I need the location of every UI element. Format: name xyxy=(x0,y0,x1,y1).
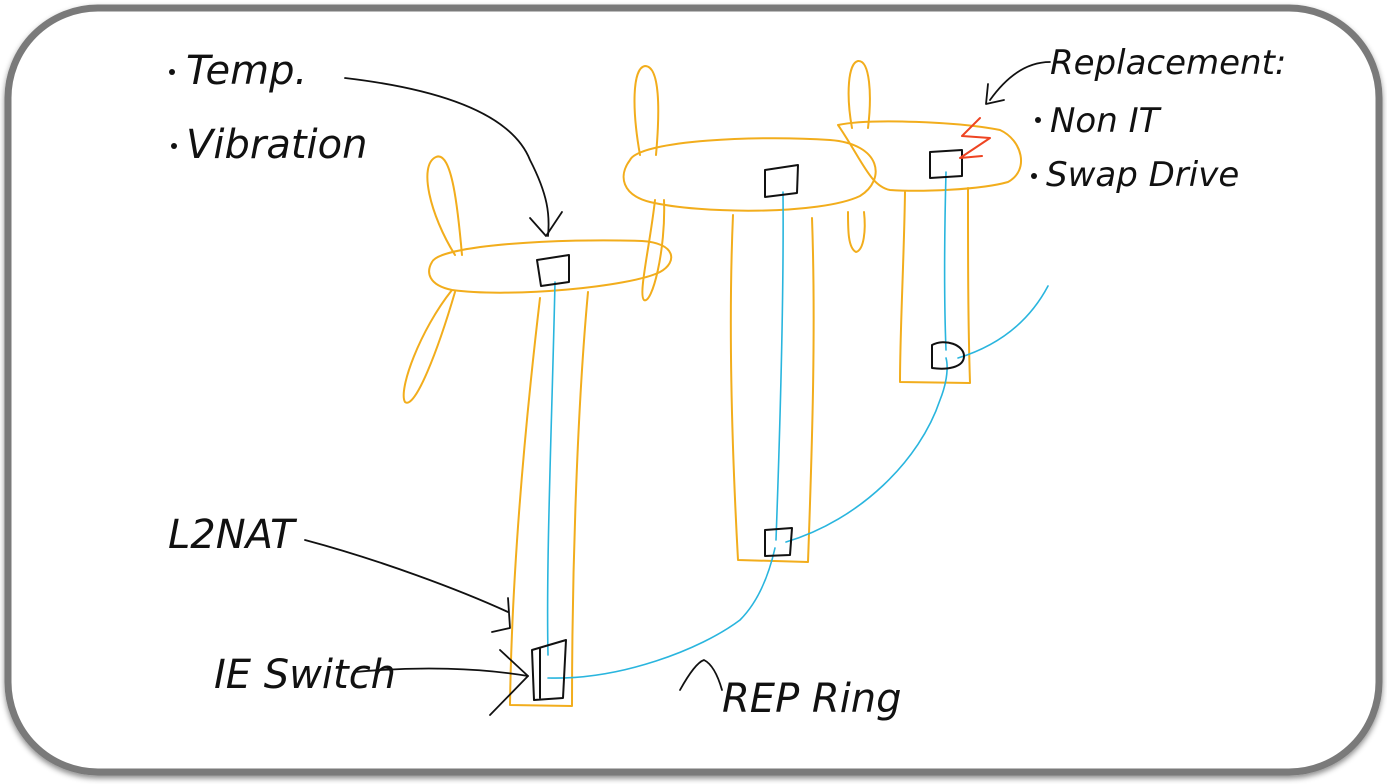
label-l2nat: L2NAT xyxy=(168,512,298,558)
bullet-swap-drive xyxy=(1031,173,1037,179)
bullet-points xyxy=(169,69,1041,179)
label-ie-switch: IE Switch xyxy=(214,652,396,698)
turbine-middle-blade-bottom xyxy=(641,199,666,302)
arrow-temp-head xyxy=(529,211,563,237)
switch-box-middle xyxy=(764,527,793,557)
arrow-ie-switch xyxy=(354,667,529,677)
label-non-it: Non IT xyxy=(1050,101,1162,141)
rep-ring-network xyxy=(546,171,1049,679)
failure-mark xyxy=(959,117,991,159)
arrow-temp-to-sensor xyxy=(344,77,550,237)
board-frame xyxy=(4,4,1383,776)
label-vibration: Vibration xyxy=(186,122,367,168)
label-rep-ring: REP Ring xyxy=(722,676,902,722)
turbine-right-tower xyxy=(899,187,971,384)
bullet-vibration xyxy=(171,143,177,149)
annotation-arrows xyxy=(304,61,1051,716)
arrow-rep-ring xyxy=(679,659,723,691)
net-link-left-vertical xyxy=(546,281,556,656)
label-swap-drive: Swap Drive xyxy=(1046,155,1239,195)
arrow-l2nat xyxy=(304,539,509,613)
net-link-switch-to-middle xyxy=(547,547,776,679)
sensor-box-right xyxy=(929,149,963,179)
arrow-replacement xyxy=(989,61,1051,101)
turbine-right-blade-top xyxy=(847,60,871,129)
label-temp: Temp. xyxy=(186,48,307,94)
ie-switch-box xyxy=(531,639,567,701)
turbine-left-tower xyxy=(509,291,589,707)
failure-bolt xyxy=(959,117,991,159)
net-link-right-out xyxy=(957,285,1049,359)
turbine-middle-tower xyxy=(729,214,815,563)
turbine-right xyxy=(837,60,1022,384)
arrow-l2nat-head xyxy=(491,597,511,633)
bullet-non-it xyxy=(1035,117,1041,123)
turbine-left xyxy=(402,155,673,707)
turbine-middle xyxy=(622,65,877,563)
turbine-right-nacelle xyxy=(837,120,1022,192)
bullet-temp xyxy=(169,69,175,75)
net-link-middle-vertical xyxy=(775,191,784,541)
switch-box-right xyxy=(931,341,965,370)
turbine-middle-nacelle xyxy=(622,137,877,212)
turbine-left-blade-bottom xyxy=(402,289,456,404)
sensor-box-middle xyxy=(764,164,799,198)
net-link-middle-to-right xyxy=(785,357,948,543)
turbine-left-nacelle xyxy=(428,239,673,294)
turbine-left-blade-top xyxy=(426,155,463,256)
arrow-ie-switch-head xyxy=(489,649,529,716)
sensors-and-switches xyxy=(531,149,965,701)
label-replacement: Replacement: xyxy=(1050,43,1286,83)
net-link-right-vertical xyxy=(943,171,947,351)
turbine-middle-blade-top xyxy=(633,65,660,156)
arrow-replacement-head xyxy=(985,83,1005,105)
sensor-box-left xyxy=(536,254,570,287)
turbine-middle-stub xyxy=(847,211,866,253)
